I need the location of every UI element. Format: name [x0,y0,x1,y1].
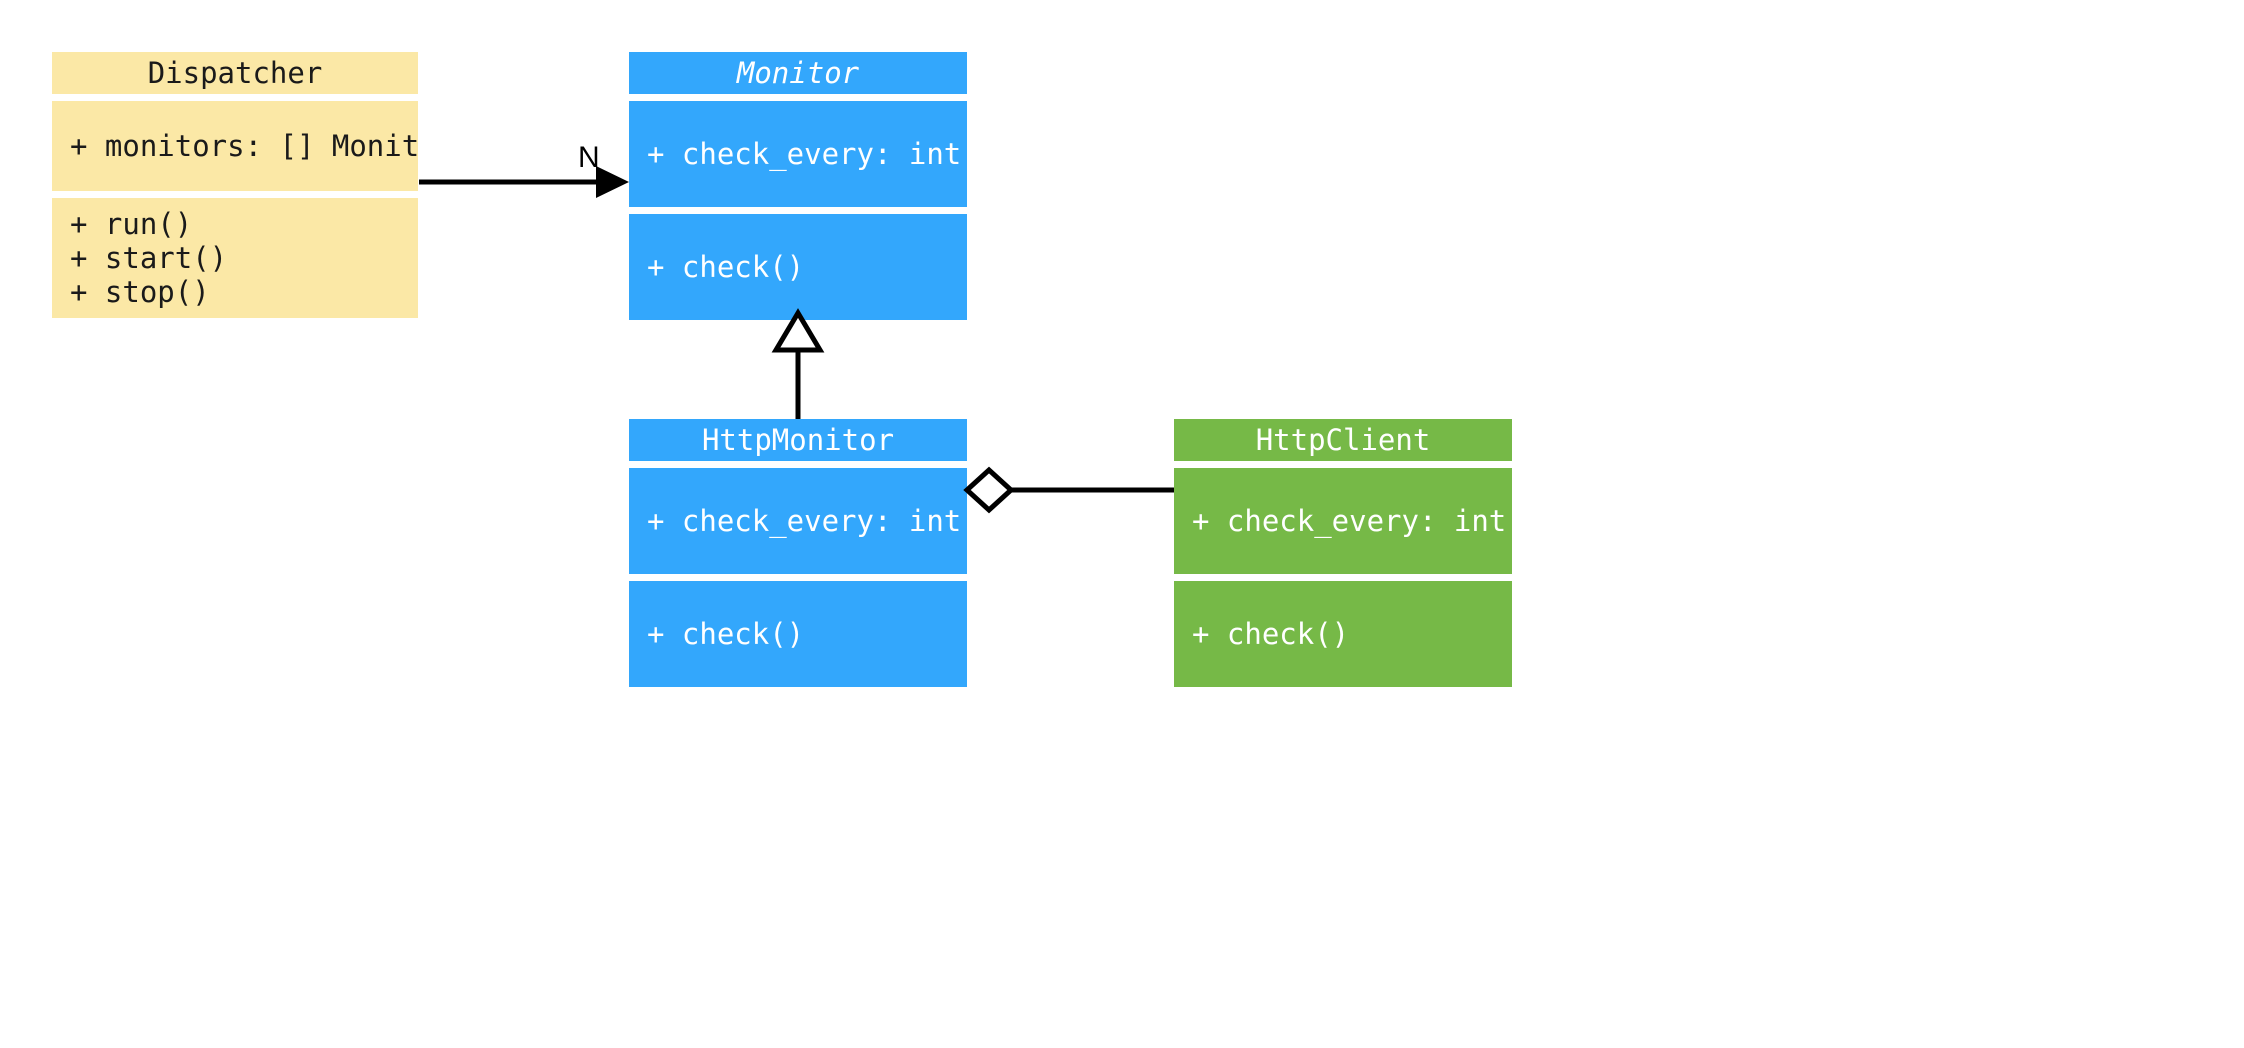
filled-arrowhead-icon [596,166,629,198]
compartment-divider [1174,461,1512,468]
class-methods-compartment: + check() [1174,581,1512,687]
class-name-dispatcher: Dispatcher [147,56,323,90]
class-name-httpclient: HttpClient [1255,423,1431,457]
attribute-row: + check_every: int [647,504,962,538]
compartment-divider [629,94,967,101]
class-name-monitor: Monitor [736,56,860,90]
uml-class-dispatcher[interactable]: Dispatcher + monitors: [] Monitor + run(… [52,52,418,318]
compartment-divider [629,207,967,214]
method-row: + run() [70,207,193,241]
compartment-divider [52,94,418,101]
class-attributes-compartment: + check_every: int [629,101,967,207]
class-methods-compartment: + check() [629,581,967,687]
method-row: + start() [70,241,228,275]
uml-class-httpmonitor[interactable]: HttpMonitor + check_every: int + check() [629,419,967,687]
edge-multiplicity-label: N [578,141,600,174]
class-attributes-compartment: + check_every: int [1174,468,1512,574]
class-methods-compartment: + check() [629,214,967,320]
compartment-divider [1174,574,1512,581]
class-name-httpmonitor: HttpMonitor [701,423,895,457]
method-row: + check() [1192,617,1350,651]
class-title-compartment: HttpClient [1174,419,1512,461]
class-methods-compartment: + run() + start() + stop() [52,198,418,318]
uml-class-monitor[interactable]: Monitor + check_every: int + check() [629,52,967,320]
attribute-row: + check_every: int [1192,504,1507,538]
uml-class-httpclient[interactable]: HttpClient + check_every: int + check() [1174,419,1512,687]
compartment-divider [629,574,967,581]
attribute-row: + check_every: int [647,137,962,171]
method-row: + check() [647,617,805,651]
class-title-compartment: Monitor [629,52,967,94]
attribute-row: + monitors: [] Monitor [70,129,418,163]
compartment-divider [52,191,418,198]
compartment-divider [629,461,967,468]
class-title-compartment: Dispatcher [52,52,418,94]
class-attributes-compartment: + monitors: [] Monitor [52,101,418,191]
hollow-diamond-icon [963,466,1015,514]
relation-httpmonitor-to-httpclient [963,466,1174,514]
relation-httpmonitor-to-monitor [771,308,825,419]
class-title-compartment: HttpMonitor [629,419,967,461]
method-row: + stop() [70,275,210,309]
class-attributes-compartment: + check_every: int [629,468,967,574]
method-row: + check() [647,250,805,284]
